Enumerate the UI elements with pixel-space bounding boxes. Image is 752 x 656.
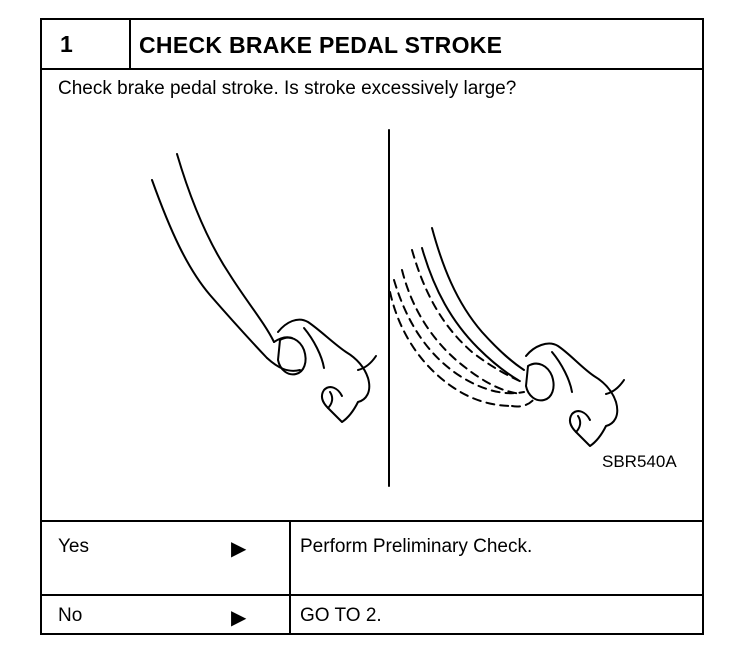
answer-cell-yes: Yes ▶ — [42, 522, 291, 594]
step-header: 1 CHECK BRAKE PEDAL STROKE — [42, 20, 702, 70]
answer-action-yes: Perform Preliminary Check. — [300, 536, 533, 557]
answer-label-yes: Yes — [58, 536, 89, 557]
step-question: Check brake pedal stroke. Is stroke exce… — [58, 78, 517, 99]
figure-code: SBR540A — [602, 452, 677, 471]
diagnostic-step-table: 1 CHECK BRAKE PEDAL STROKE Check brake p… — [40, 18, 704, 635]
answer-row-yes: Yes ▶ Perform Preliminary Check. — [42, 520, 702, 594]
step-number: 1 — [42, 20, 131, 68]
pedal-depressed-drawing — [389, 227, 625, 447]
step-title: CHECK BRAKE PEDAL STROKE — [139, 32, 503, 58]
pedal-at-rest-drawing — [151, 153, 377, 423]
brake-pedal-illustration — [151, 129, 625, 487]
answer-row-no: No ▶ GO TO 2. — [42, 594, 702, 635]
answer-label-no: No — [58, 605, 83, 626]
answer-cell-no: No ▶ — [42, 596, 291, 635]
arrow-icon: ▶ — [231, 607, 247, 629]
arrow-icon: ▶ — [231, 538, 247, 560]
answer-action-no: GO TO 2. — [300, 605, 382, 626]
